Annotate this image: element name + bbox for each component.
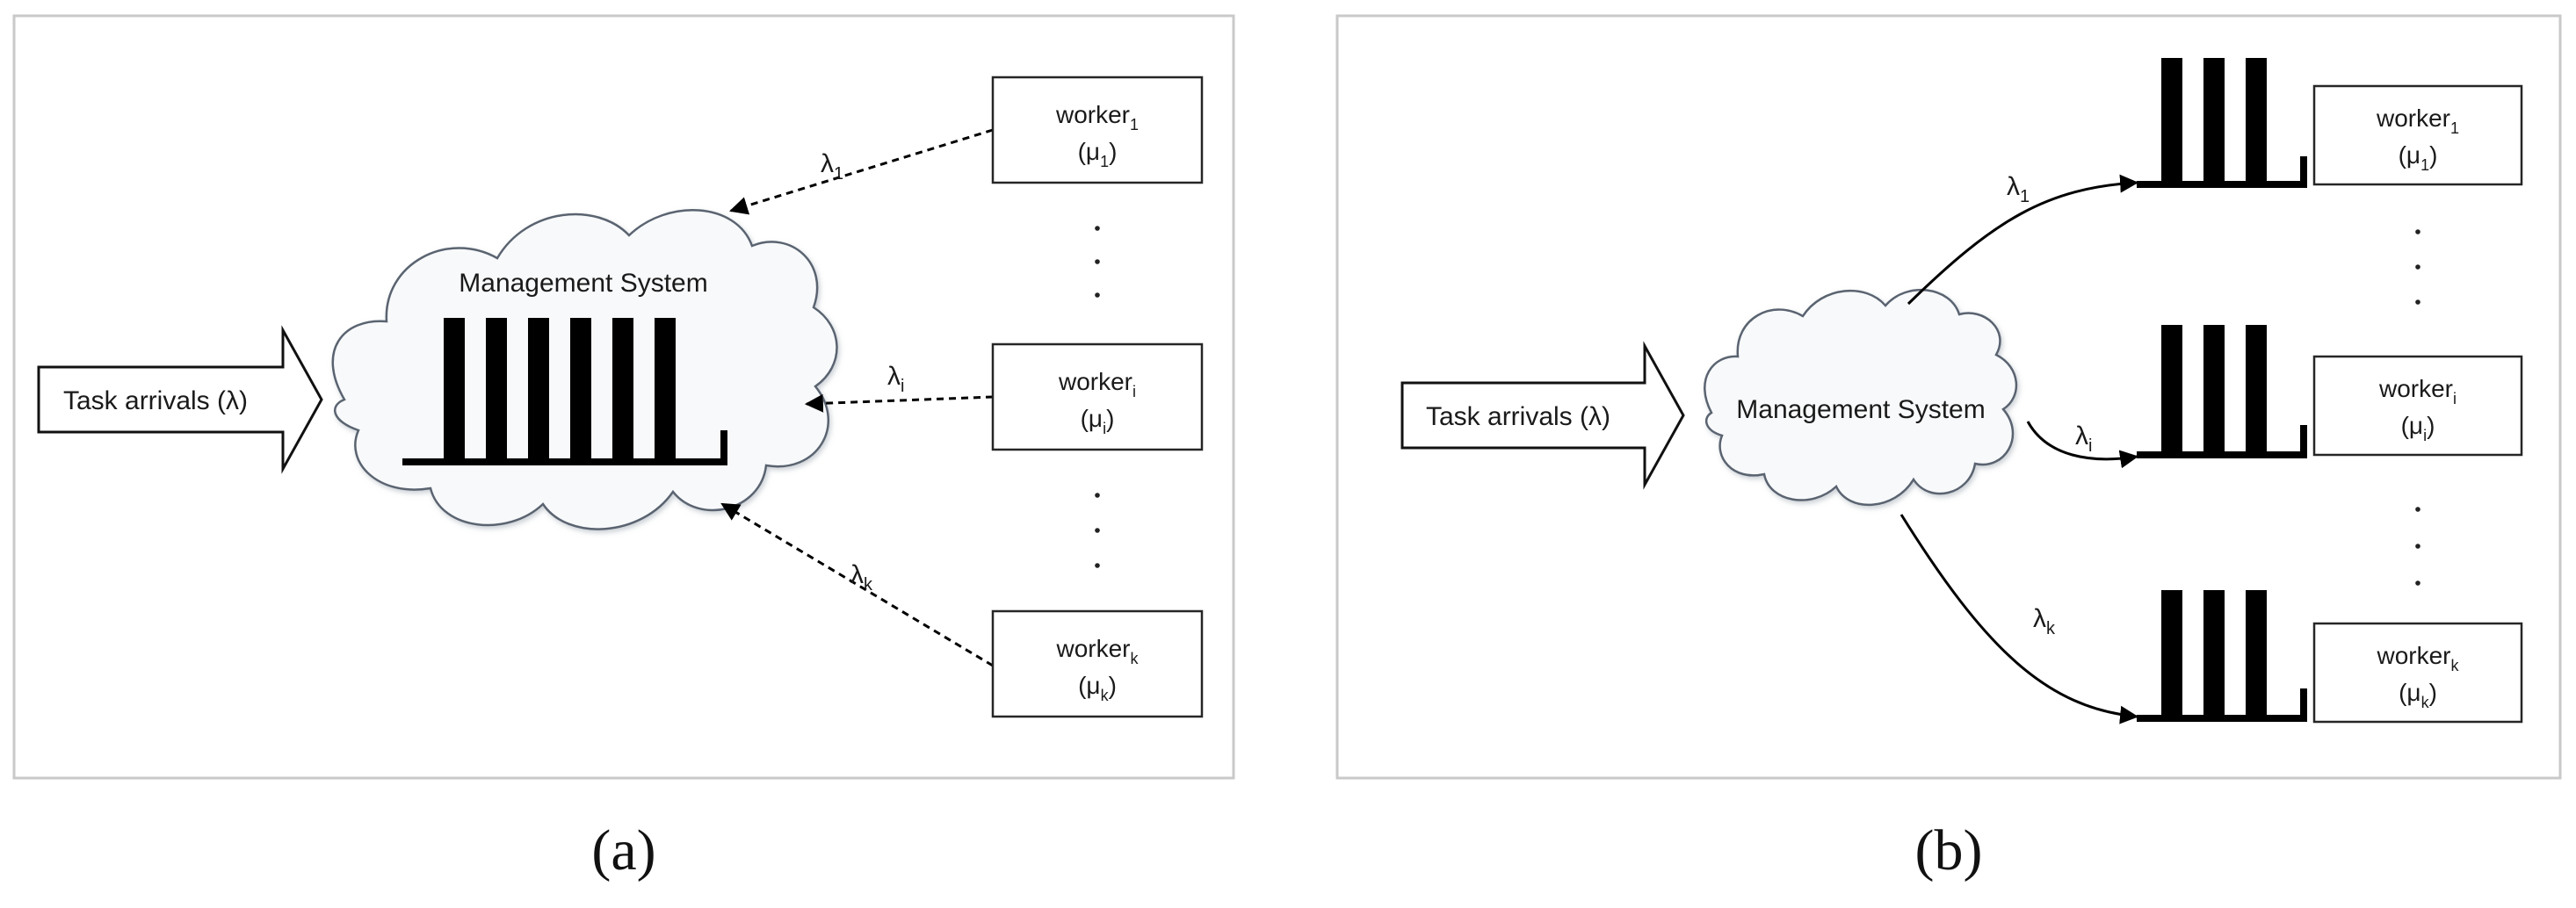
queue-bar	[528, 318, 549, 458]
worker-box-b-i: workeri (μi)	[2312, 355, 2523, 457]
queue-base	[402, 458, 727, 465]
dispatch-arrow-1	[1907, 174, 2139, 306]
worker-box-a-k: workerk (μk)	[991, 609, 1204, 718]
worker-rate: (μi)	[2401, 412, 2435, 444]
queue-end	[720, 430, 727, 465]
ellipsis-b-lower	[2415, 507, 2420, 586]
feedback-arrow-i	[804, 393, 994, 413]
arrow-label-a-1: λ1	[821, 149, 843, 184]
queue-bar	[444, 318, 465, 458]
system-label-a: Management System	[459, 269, 707, 298]
worker-queue-b-i	[2137, 325, 2307, 458]
arrow-label-a-k: λk	[850, 560, 873, 595]
panel-a: Task arrivals (λ) Management System λ1 λ…	[12, 14, 1235, 883]
caption-b: (b)	[1915, 818, 1983, 883]
arrow-label-b-i: λi	[2075, 422, 2092, 456]
worker-label: workeri	[2378, 375, 2457, 407]
worker-rate: (μi)	[1081, 405, 1115, 437]
arrow-label-b-1: λ1	[2007, 172, 2030, 206]
worker-label: workerk	[1055, 635, 1139, 667]
worker-label: worker1	[1055, 101, 1139, 133]
ellipsis-a-lower	[1095, 493, 1100, 568]
management-cloud-b	[1704, 288, 2018, 506]
worker-queue-b-k	[2137, 590, 2307, 722]
worker-label: workeri	[1058, 368, 1136, 400]
queue-bar	[570, 318, 591, 458]
task-arrivals-arrow-b: Task arrivals (λ)	[1400, 341, 1685, 490]
feedback-arrow-1	[728, 128, 994, 215]
queue-a	[402, 318, 727, 465]
caption-a: (a)	[591, 818, 655, 883]
worker-rate: (μ1)	[1078, 138, 1118, 170]
arrow-label-b-k: λk	[2033, 604, 2056, 638]
ellipsis-b-upper	[2415, 229, 2420, 305]
arrow-label-a-i: λi	[887, 362, 904, 396]
worker-label: worker1	[2376, 104, 2459, 137]
dispatch-arrow-k	[1899, 514, 2139, 724]
queue-bar	[612, 318, 633, 458]
system-label-b: Management System	[1736, 395, 1985, 424]
task-arrivals-label: Task arrivals (λ)	[63, 386, 248, 415]
dispatch-arrow-i	[2026, 421, 2139, 469]
worker-box-a-1: worker1 (μ1)	[991, 76, 1204, 184]
worker-box-b-1: worker1 (μ1)	[2312, 84, 2523, 186]
worker-label: workerk	[2376, 642, 2459, 674]
worker-rate: (μ1)	[2399, 141, 2438, 174]
queue-bar	[486, 318, 507, 458]
task-arrivals-arrow-a: Task arrivals (λ)	[37, 325, 323, 474]
worker-queue-b-1	[2137, 58, 2307, 188]
task-arrivals-label: Task arrivals (λ)	[1426, 402, 1610, 431]
queue-bar	[655, 318, 676, 458]
worker-rate: (μk)	[2399, 679, 2437, 711]
worker-box-b-k: workerk (μk)	[2312, 622, 2523, 724]
panel-b: Task arrivals (λ) Management System λ1 λ…	[1335, 14, 2562, 883]
ellipsis-a-upper	[1095, 226, 1100, 298]
worker-rate: (μk)	[1078, 672, 1117, 704]
feedback-arrow-k	[720, 502, 994, 667]
worker-box-a-i: workeri (μi)	[991, 342, 1204, 451]
